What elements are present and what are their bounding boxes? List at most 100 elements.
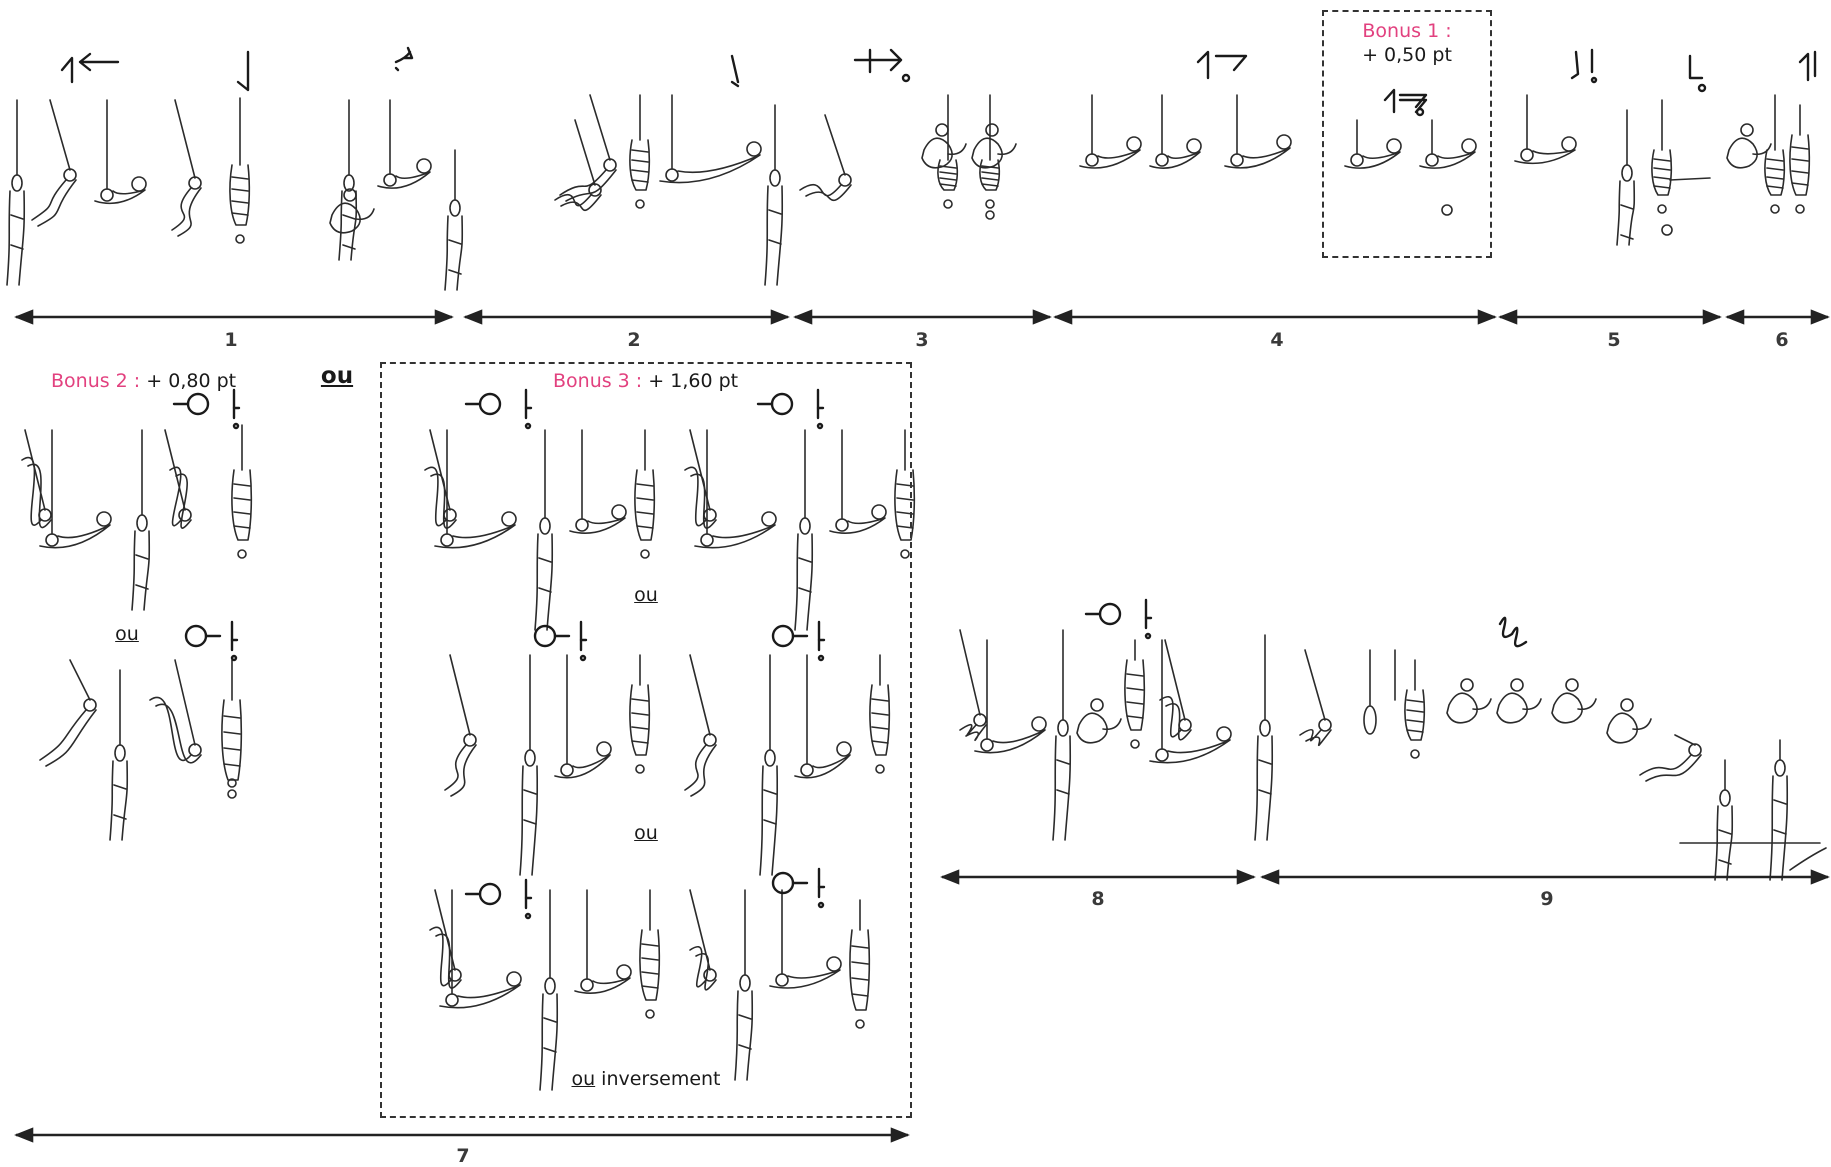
gymnast-row1-b <box>31 99 77 227</box>
gymnast-row1-e <box>229 97 251 244</box>
notation-b3-3b <box>771 867 826 909</box>
gymnast-b3-r2-left-a <box>444 654 477 797</box>
gymnast-seg3-c <box>937 94 959 209</box>
segment-label-7: 7 <box>456 1145 470 1167</box>
gymnast-seg6-c <box>1789 104 1811 214</box>
segment-label-8: 8 <box>1091 888 1105 910</box>
gymnast-s8-b <box>974 639 1047 754</box>
gymnast-b3-r3-left-c <box>539 889 559 1091</box>
gymnast-b3-r2-right-d <box>869 654 891 774</box>
ring-marker-seg5 <box>1661 224 1673 236</box>
bonus-1-value: + 0,50 pt <box>1362 44 1452 66</box>
gymnast-s9-g <box>1639 734 1702 782</box>
notation-6 <box>1196 50 1248 80</box>
or-separator-bonus3-b: ou <box>634 822 658 844</box>
gymnast-b3-r1-left-a <box>424 429 457 529</box>
gymnast-seg4-d <box>1344 119 1402 169</box>
or-separator-main: ou <box>320 363 354 389</box>
gymnast-seg2-e <box>764 104 784 286</box>
gymnast-s9-h <box>1714 759 1734 881</box>
gymnast-s8-a <box>959 629 987 742</box>
notation-bonus1-dot <box>1415 107 1425 117</box>
gymnast-b2-e <box>231 424 253 559</box>
gymnast-s8-f <box>1159 639 1192 741</box>
gymnast-b3-r3-left-d <box>574 889 632 994</box>
ring-marker-seg3 <box>985 210 995 220</box>
gymnast-seg5-b <box>1616 109 1636 246</box>
gymnast-b2-f <box>39 659 97 767</box>
gymnast-seg2-c <box>629 94 651 209</box>
gymnast-seg6-b <box>1764 94 1786 214</box>
segment-label-2: 2 <box>627 329 641 351</box>
gymnast-s8-h <box>1254 634 1274 841</box>
notation-7-dot <box>1590 76 1598 84</box>
gymnast-s8-c <box>1052 629 1072 841</box>
segment-label-6: 6 <box>1775 329 1789 351</box>
gymnast-row1-g <box>338 99 358 261</box>
gymnast-b2-i <box>221 659 243 799</box>
gymnast-b2-c <box>131 429 151 611</box>
gymnast-b3-r1-left-d <box>569 429 627 534</box>
bonus-2-label: Bonus 2 : + 0,80 pt <box>51 370 236 392</box>
notation-8 <box>1688 54 1704 80</box>
gymnast-s8-e <box>1124 639 1146 749</box>
gymnast-seg3-a <box>799 114 852 202</box>
notation-4 <box>730 54 740 88</box>
gymnast-b3-r3-w <box>849 899 871 1029</box>
bonus-3-value: + 1,60 pt <box>648 370 739 392</box>
gymnast-b3-r1-left-c <box>534 429 554 631</box>
gymnast-seg4-a <box>1079 94 1142 169</box>
ring-marker-seg4 <box>1441 204 1453 216</box>
gymnast-b2-g <box>109 669 129 841</box>
gymnast-s9-d <box>1496 678 1542 724</box>
bonus-2-key: Bonus 2 : <box>51 370 141 392</box>
or-reverse-or: ou <box>571 1068 596 1090</box>
gymnast-seg4-e <box>1419 119 1477 169</box>
gymnast-row1-f <box>329 188 375 234</box>
bonus-1-label: Bonus 1 : + 0,50 pt <box>1362 19 1452 67</box>
notation-5-dot <box>901 73 911 83</box>
notation-9 <box>1498 616 1528 648</box>
gymnast-s9-land <box>1789 847 1827 871</box>
gymnast-seg2-d <box>659 94 762 184</box>
notation-b3-3a <box>464 878 533 920</box>
segment-label-5: 5 <box>1607 329 1621 351</box>
gymnast-seg4-c <box>1224 94 1292 169</box>
gymnast-b3-r1-right-b <box>694 429 777 549</box>
gymnast-b2-h <box>149 659 202 764</box>
gymnast-s9-ring-1 <box>1363 705 1377 735</box>
gymnast-seg4-b <box>1149 94 1202 169</box>
gymnast-s9-f <box>1606 698 1652 744</box>
gymnast-b3-r1-right-d <box>829 429 887 534</box>
gymnast-b3-r3-x <box>689 889 717 991</box>
gymnast-b3-r2-left-d <box>629 654 651 774</box>
gymnast-b2-a <box>21 429 52 529</box>
bonus-1-key: Bonus 1 : <box>1362 20 1452 42</box>
notation-b3-2b <box>771 620 826 662</box>
gymnast-seg6-a <box>1726 123 1772 169</box>
gymnast-s9-c <box>1446 678 1492 724</box>
gymnast-row1-h <box>377 99 432 189</box>
gymnast-s9-i <box>1769 739 1789 881</box>
gymnast-b3-r2-left-c <box>554 654 612 779</box>
segment-label-3: 3 <box>915 329 929 351</box>
gymnast-row1-a <box>6 99 26 286</box>
or-separator-bonus2: ou <box>115 623 139 645</box>
gymnast-b3-r3-left-e <box>639 889 661 1019</box>
gymnast-s9-a <box>1299 649 1332 747</box>
notation-b3-1b <box>756 388 825 430</box>
gymnast-b3-r2-right-c <box>794 654 852 779</box>
gymnast-b3-r3-left-b <box>439 889 522 1009</box>
gymnast-b3-r2-right-a <box>684 654 717 797</box>
ring-marker-b2 <box>227 778 237 788</box>
notation-b3-1a <box>464 388 533 430</box>
gymnast-seg3-e <box>979 94 1001 209</box>
gymnast-b3-r3-z <box>769 889 842 989</box>
or-reverse-word: inversement <box>601 1068 721 1090</box>
bonus-2-value: + 0,80 pt <box>146 370 237 392</box>
notation-1 <box>60 52 120 84</box>
bonus-3-box <box>380 362 912 1118</box>
